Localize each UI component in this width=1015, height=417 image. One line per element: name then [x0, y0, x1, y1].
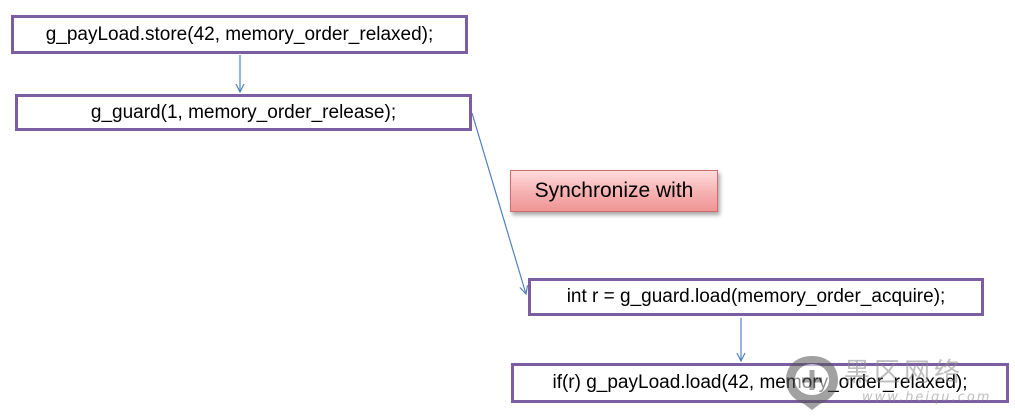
node-store-payload: g_payLoad.store(42, memory_order_relaxed…: [11, 15, 468, 54]
node-load-acquire: int r = g_guard.load(memory_order_acquir…: [528, 278, 984, 316]
node-guard-release-text: g_guard(1, memory_order_release);: [90, 101, 397, 123]
node-load-payload-text: if(r) g_payLoad.load(42, memory_order_re…: [552, 372, 968, 393]
node-load-payload: if(r) g_payLoad.load(42, memory_order_re…: [511, 363, 1009, 403]
node-load-acquire-text: int r = g_guard.load(memory_order_acquir…: [566, 286, 946, 307]
node-guard-release: g_guard(1, memory_order_release);: [15, 94, 472, 131]
synchronize-with-label: Synchronize with: [510, 170, 718, 212]
synchronize-with-text: Synchronize with: [534, 179, 694, 202]
node-store-payload-text: g_payLoad.store(42, memory_order_relaxed…: [45, 23, 434, 45]
